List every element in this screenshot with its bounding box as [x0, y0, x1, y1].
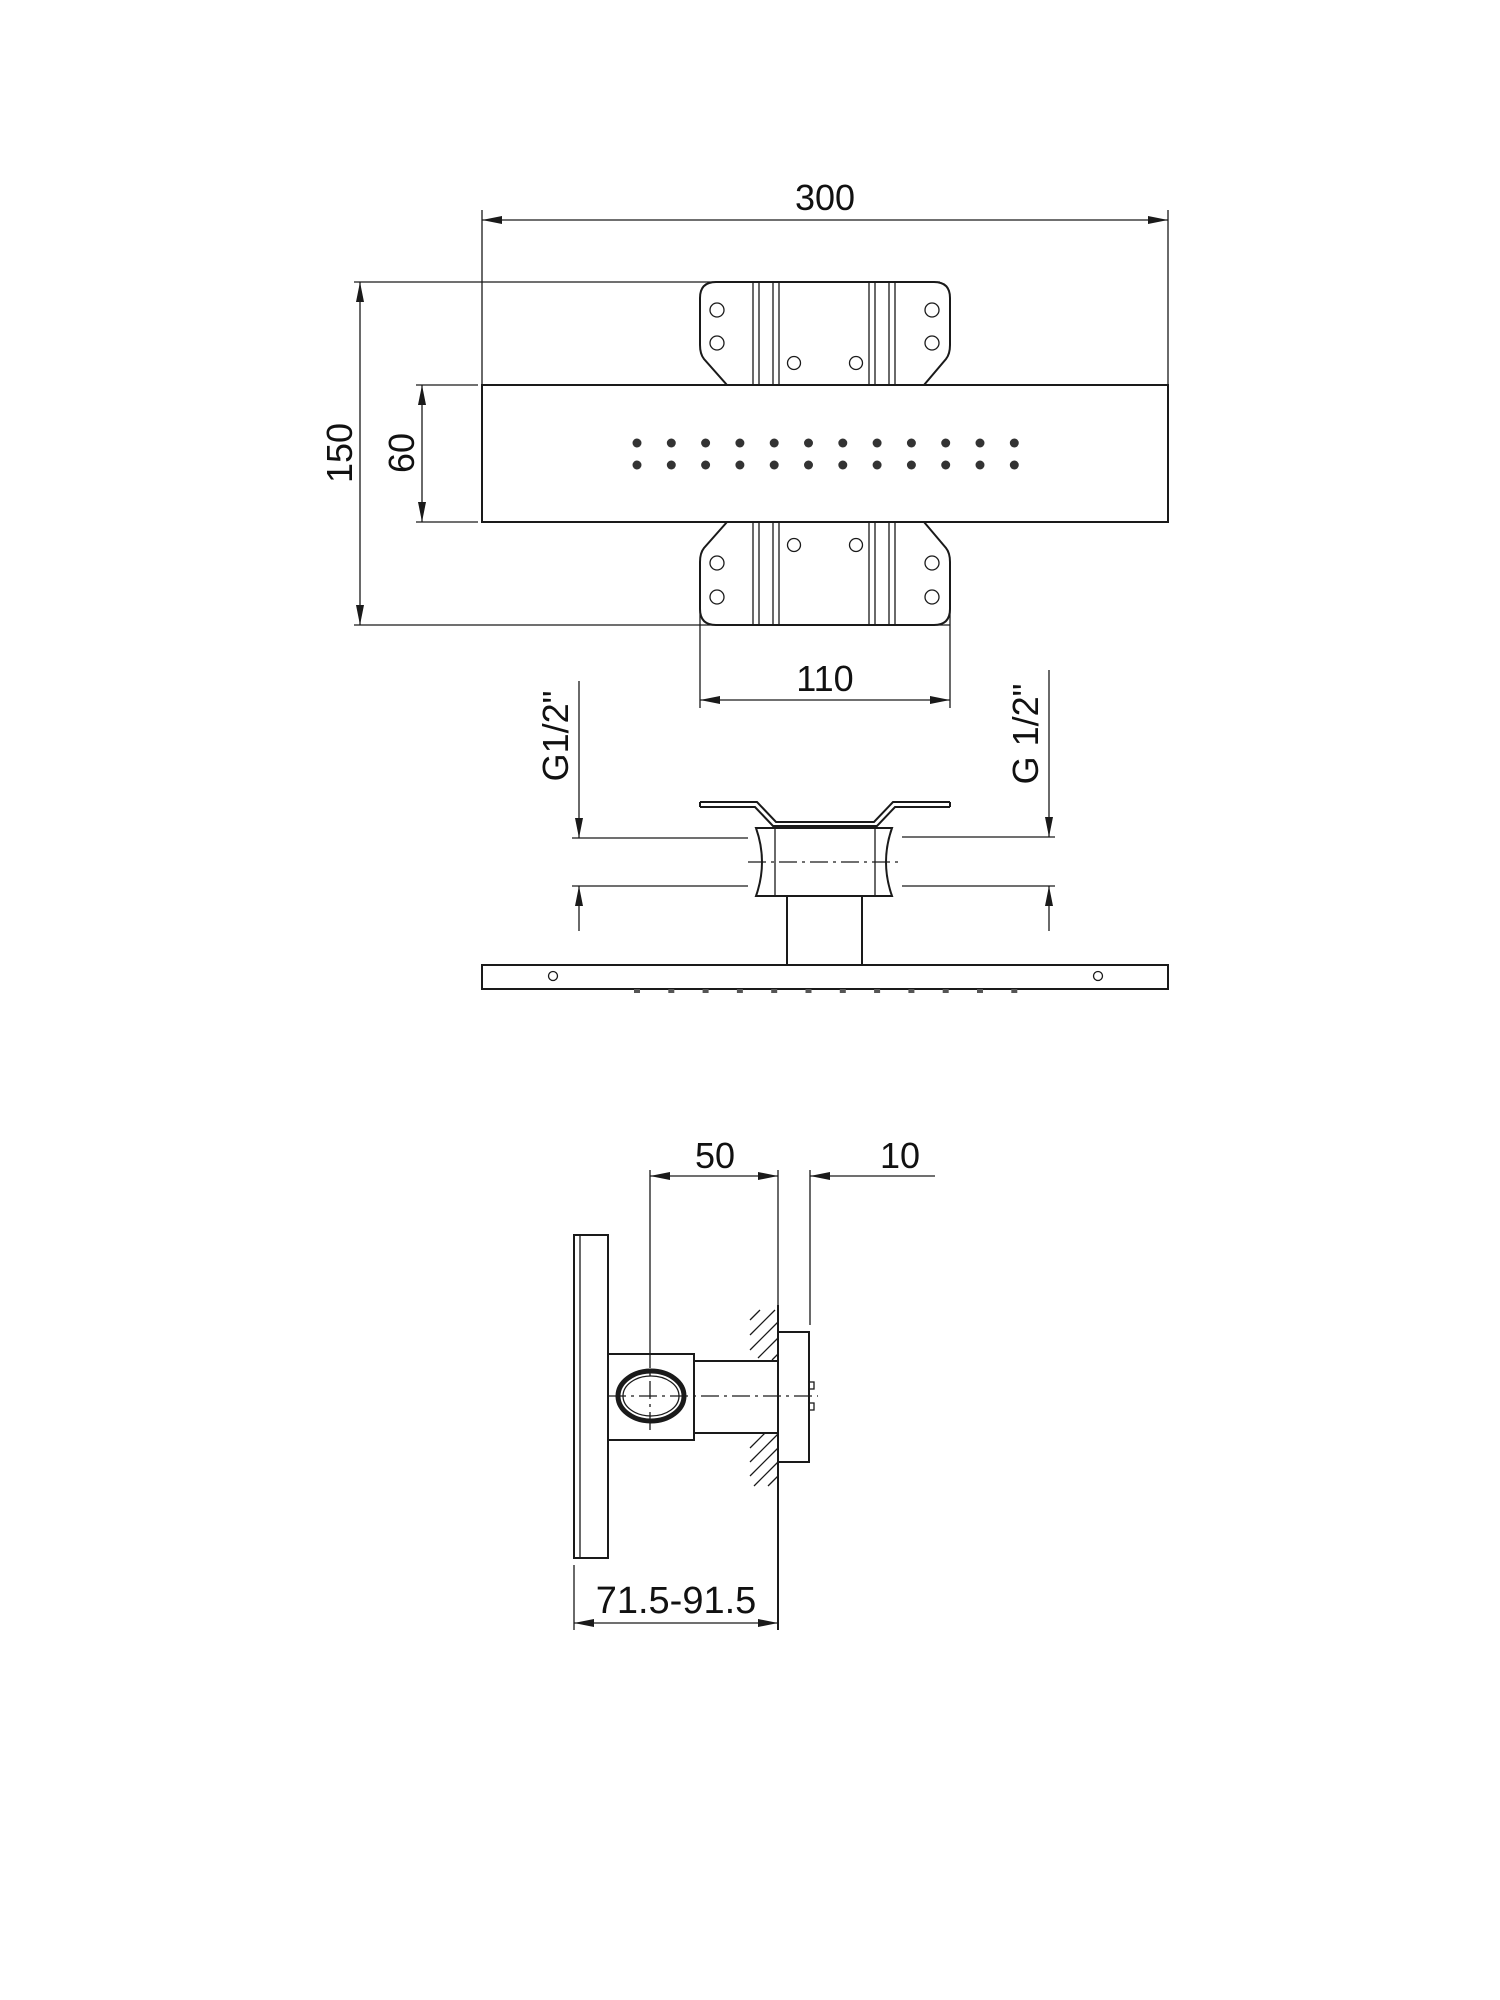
mounting-hole — [786, 537, 802, 553]
nozzle-dot — [941, 438, 951, 448]
total-depth-label: 71.5-91.5 — [596, 1580, 757, 1622]
nozzle-bump — [942, 989, 949, 993]
wall-arm — [693, 1360, 779, 1434]
nozzle-dot — [906, 460, 916, 470]
nozzle-bump — [1011, 989, 1018, 993]
front-view: G1/2" G 1/2" — [481, 670, 1169, 993]
nozzle-bump — [634, 989, 640, 993]
shower-head-side — [573, 1234, 609, 1559]
dimension-width: 300 — [481, 177, 1169, 385]
nozzle-dot — [804, 460, 813, 470]
nozzle-dot — [906, 438, 916, 448]
mounting-hole — [709, 589, 725, 605]
dimension-plate-height: 60 — [381, 384, 478, 523]
nozzle-bump — [805, 989, 812, 993]
nozzle-dot — [872, 438, 882, 448]
mounting-hole — [924, 302, 940, 318]
mounting-hole — [848, 537, 864, 553]
nozzle-dot — [666, 460, 676, 470]
dimension-bracket-width: 110 — [699, 600, 951, 708]
mounting-hole — [924, 555, 940, 571]
side-view: 50 10 71.5-91.5 — [573, 1135, 935, 1630]
nozzle-dot — [838, 460, 848, 470]
dimension-flange: 10 — [777, 1135, 935, 1325]
wall-flange — [777, 1331, 810, 1463]
nozzle-dot — [941, 460, 951, 470]
nozzle-dot — [632, 460, 642, 470]
dimension-left-thread: G1/2" — [535, 681, 748, 931]
dimension-arm: 50 — [649, 1135, 778, 1350]
nozzle-bump — [702, 989, 709, 993]
nozzle-bump — [839, 989, 846, 993]
width-label: 300 — [795, 177, 855, 218]
nozzle-bump — [668, 989, 675, 993]
height-label: 150 — [319, 423, 360, 483]
mounting-hole — [848, 355, 864, 371]
nozzle-dot — [804, 438, 813, 448]
nozzle-dot — [1009, 438, 1019, 448]
dimension-height: 150 — [319, 281, 950, 626]
connector-body — [754, 827, 894, 897]
mounting-hole — [709, 555, 725, 571]
nozzle-bump — [771, 989, 778, 993]
nozzle-dot — [632, 438, 642, 448]
nozzle-bump — [908, 989, 915, 993]
nozzle-dot — [769, 460, 779, 470]
bracket-width-label: 110 — [796, 658, 853, 699]
mounting-hole — [924, 589, 940, 605]
nozzle-dot — [735, 460, 745, 470]
bottom-bracket — [699, 521, 951, 626]
shower-head-profile — [481, 964, 1169, 990]
shower-plate — [481, 384, 1169, 523]
dimension-right-thread: G 1/2" — [902, 670, 1055, 931]
nozzle-dot — [975, 438, 985, 448]
nozzle-dot — [1009, 460, 1019, 470]
nozzle-dot — [735, 438, 745, 448]
nozzle-dot — [975, 460, 985, 470]
nozzle-bump — [977, 989, 983, 993]
left-thread-label: G1/2" — [535, 691, 576, 782]
nozzle-bump — [874, 989, 881, 993]
nozzle-dot — [872, 460, 882, 470]
nozzle-dot — [701, 438, 711, 448]
plate-height-label: 60 — [381, 433, 422, 473]
right-thread-label: G 1/2" — [1005, 684, 1046, 785]
flange-label: 10 — [880, 1135, 920, 1176]
connector-pipe — [786, 895, 863, 966]
mounting-hole — [924, 335, 940, 351]
nozzle-dot — [769, 438, 779, 448]
mounting-hole — [709, 302, 725, 318]
arm-label: 50 — [695, 1135, 735, 1176]
mounting-hole — [786, 355, 802, 371]
nozzle-bump — [736, 989, 743, 993]
nozzle-dot — [666, 438, 676, 448]
connector-block — [607, 1353, 695, 1441]
top-view: 300 — [319, 177, 1169, 708]
nozzle-bumps — [634, 989, 1018, 993]
dimension-total-depth: 71.5-91.5 — [573, 1565, 778, 1630]
nozzle-dot — [701, 460, 711, 470]
nozzle-dot — [838, 438, 848, 448]
nozzle-grid — [632, 438, 1019, 470]
mounting-hole — [709, 335, 725, 351]
top-bracket — [699, 281, 951, 386]
